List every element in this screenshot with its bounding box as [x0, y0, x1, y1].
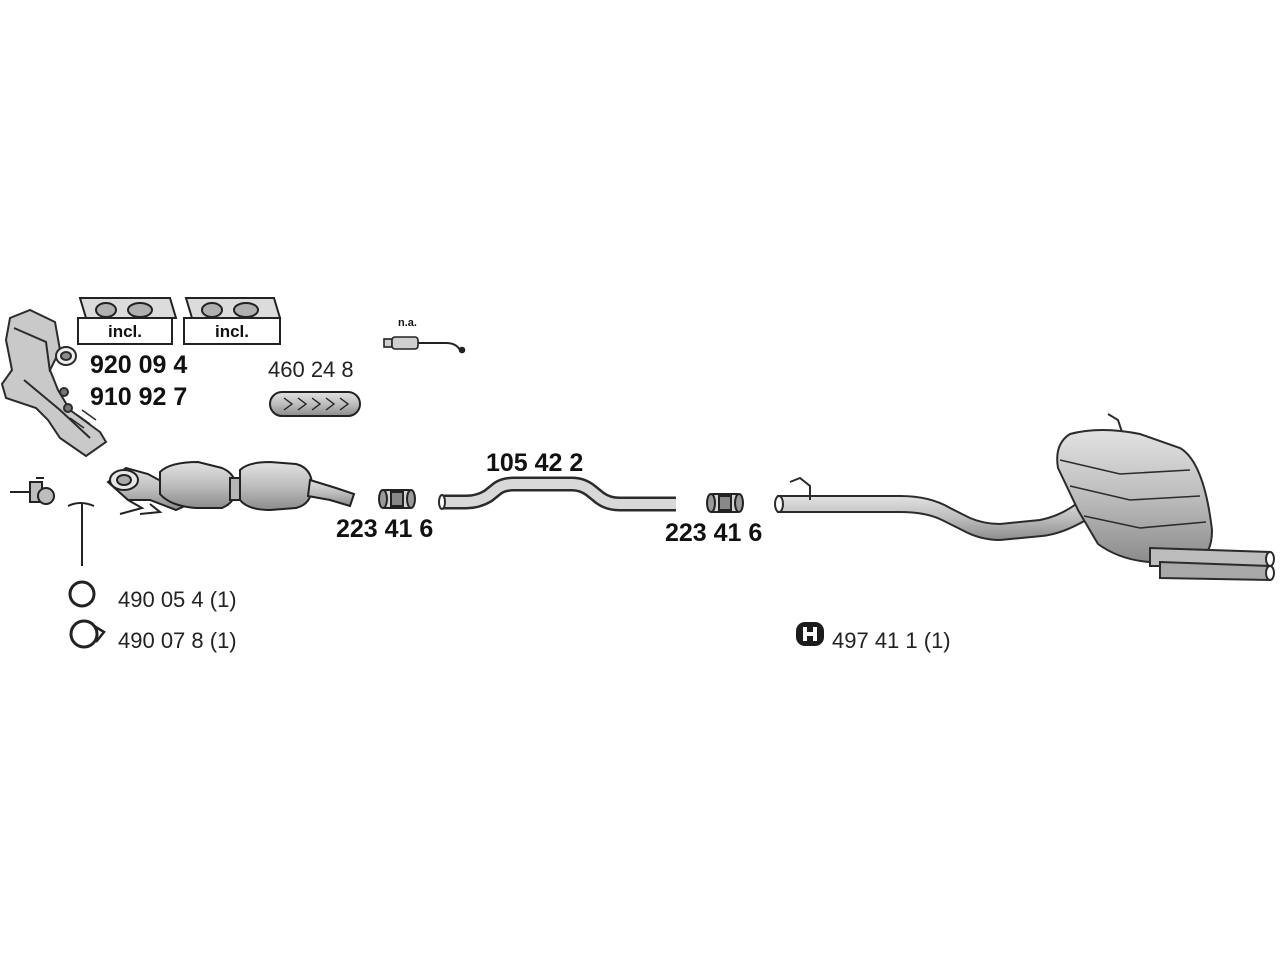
part-number-rubber-mount: 497 41 1 (1): [832, 628, 951, 653]
part-number-clamp-right: 223 41 6: [665, 519, 763, 547]
part-number-flex-pipe: 460 24 8: [268, 357, 354, 382]
front-pipe: [438, 476, 676, 512]
kit-box-1: [77, 297, 178, 345]
catalytic-converter: [106, 460, 356, 515]
oxygen-sensor: [383, 336, 466, 354]
part-number-front-pipe: 105 42 2: [486, 449, 584, 477]
sensor-note: n.a.: [398, 317, 417, 329]
kit-box-2: [183, 297, 282, 345]
part-number-clamp-left: 223 41 6: [336, 515, 434, 543]
clamp-left: [378, 489, 416, 509]
bolt-part: [10, 477, 55, 505]
hanger-rod: [67, 502, 95, 566]
clamp-right: [706, 493, 744, 513]
part-number-ring: 490 05 4 (1): [118, 587, 237, 612]
part-number-kit-1: 920 09 4: [90, 351, 188, 379]
part-number-clip: 490 07 8 (1): [118, 628, 237, 653]
manifold-catalyst: [0, 308, 108, 458]
kit-box-1-label: incl.: [107, 322, 142, 341]
flex-pipe: [269, 391, 361, 417]
kit-box-2-label: incl.: [214, 322, 249, 341]
rear-silencer: [774, 413, 1275, 582]
clip-part: [69, 619, 106, 649]
part-number-kit-2: 910 92 7: [90, 383, 188, 411]
rubber-mount-icon: [796, 622, 824, 646]
ring-part: [68, 580, 96, 608]
